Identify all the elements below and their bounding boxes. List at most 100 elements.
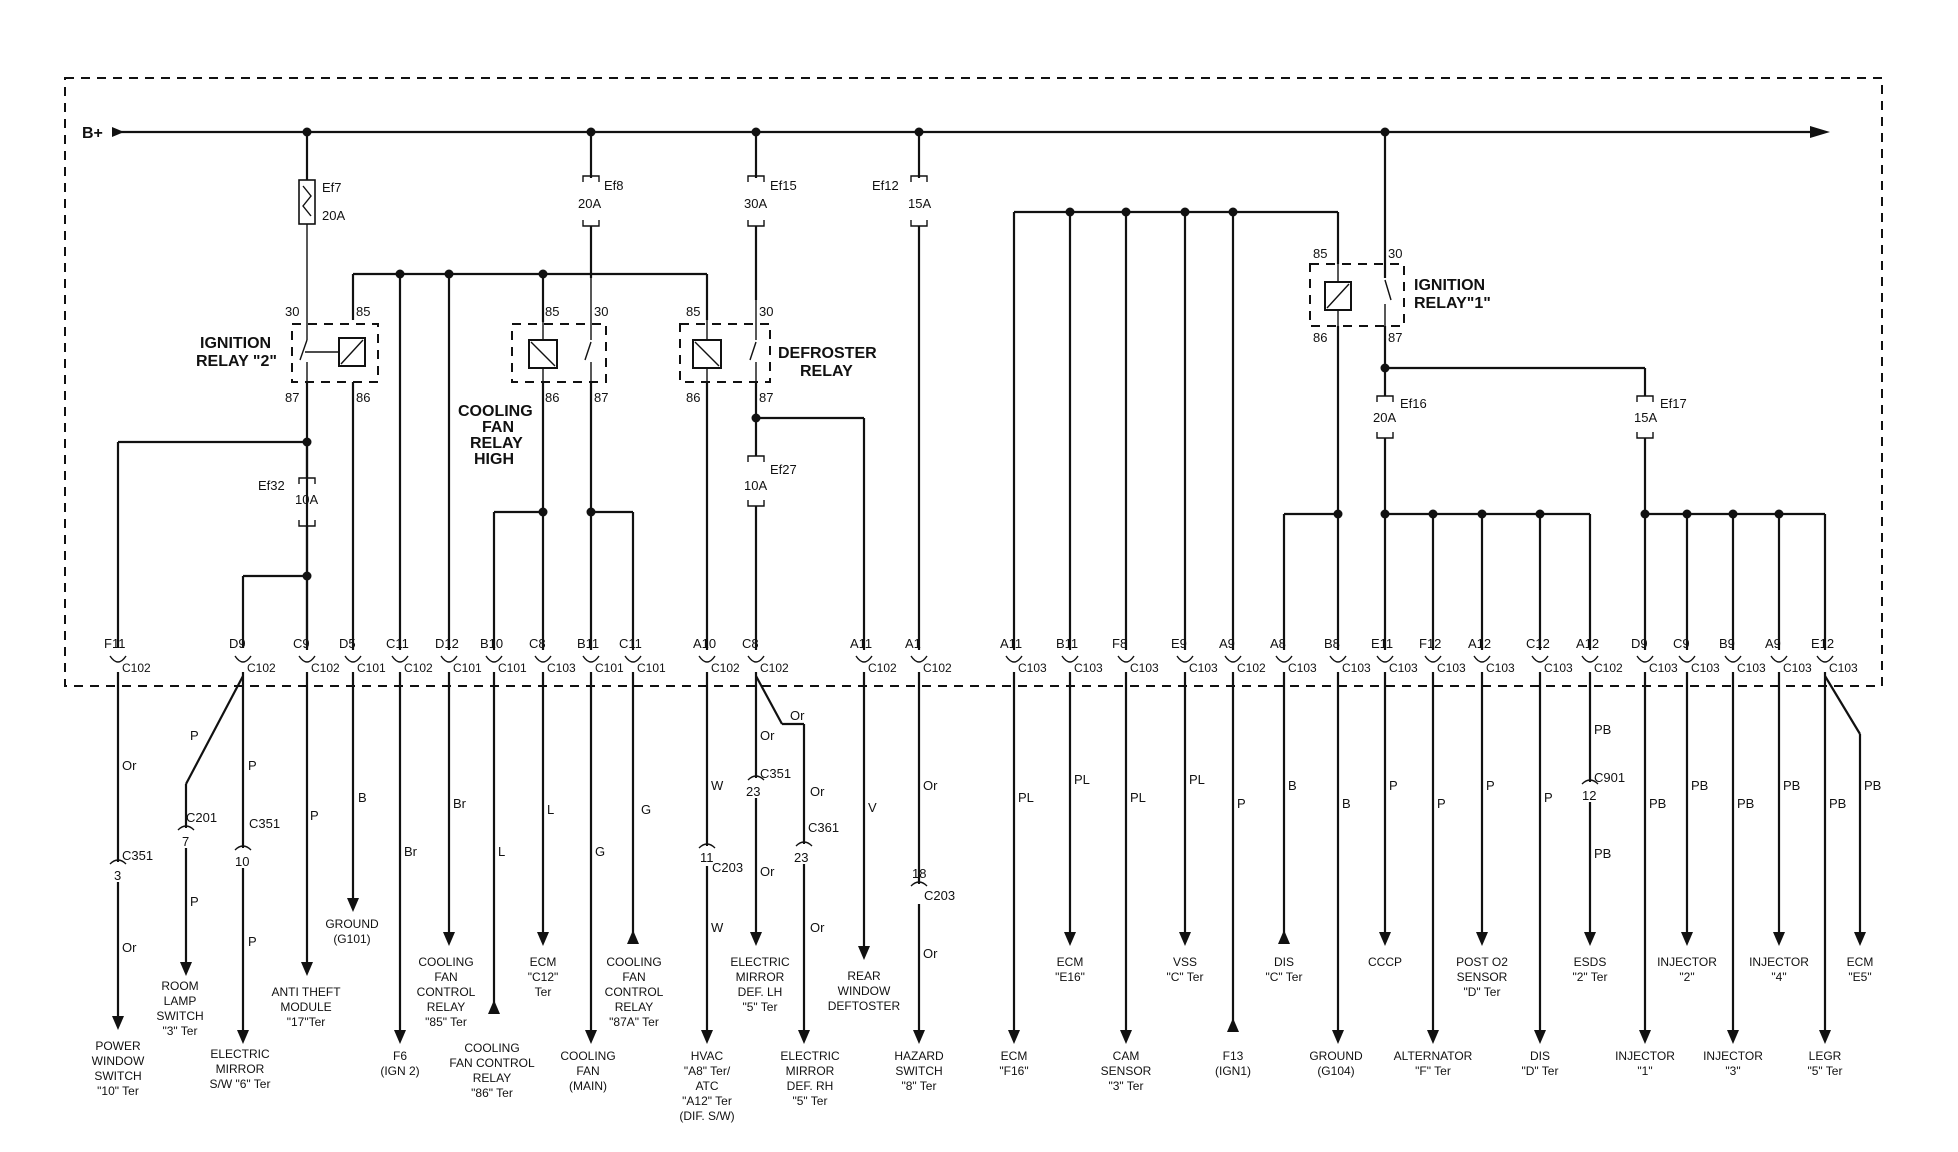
pin-id: C11 (619, 636, 642, 651)
fuse-ef7: Ef7 20A (298, 132, 345, 225)
dest-line: INJECTOR (1615, 1049, 1675, 1063)
dest-line: "8" Ter (902, 1079, 937, 1093)
pin-id: A11 (850, 636, 872, 651)
pin-id: C8 (529, 636, 546, 651)
supply-label: B+ (82, 125, 103, 142)
dest-line: "E5" (1848, 970, 1871, 984)
svg-text:Or: Or (923, 778, 938, 793)
svg-text:85: 85 (686, 304, 700, 319)
pin-id: C9 (1673, 636, 1690, 651)
dest-line: "86" Ter (471, 1086, 513, 1100)
dest-cccp: CCCP (1368, 955, 1402, 969)
svg-text:23: 23 (746, 784, 760, 799)
dest-line: CAM (1113, 1049, 1140, 1063)
dest-line: (IGN1) (1215, 1064, 1251, 1078)
dest-line: MIRROR (736, 970, 785, 984)
svg-text:P: P (1544, 790, 1553, 805)
svg-text:Or: Or (122, 940, 137, 955)
dest-line: "D" Ter (1522, 1064, 1559, 1078)
pin-connector: C103 (1288, 661, 1317, 675)
pin-connector: C102 (1237, 661, 1266, 675)
dest-ecm-e16: ECM"E16" (1055, 955, 1085, 984)
dest-line: MIRROR (786, 1064, 835, 1078)
svg-text:Ef7: Ef7 (322, 180, 342, 195)
dest-line: "3" Ter (1109, 1079, 1144, 1093)
dest-line: "85" Ter (425, 1015, 467, 1029)
svg-text:Ef8: Ef8 (604, 178, 624, 193)
svg-text:87: 87 (1388, 330, 1402, 345)
svg-text:PB: PB (1783, 778, 1800, 793)
pin-connector: C103 (1074, 661, 1103, 675)
connector-pins: F11C102D9C102C9C102D5C101C11C102D12C101B… (104, 636, 1858, 675)
svg-text:15A: 15A (1634, 410, 1657, 425)
pin-id: C12 (1526, 636, 1550, 651)
pin-connector: C102 (1594, 661, 1623, 675)
dest-line: WINDOW (92, 1054, 145, 1068)
fuse-ef16: Ef16 20A (1373, 395, 1427, 439)
svg-text:IGNITION: IGNITION (1414, 277, 1485, 294)
svg-text:B: B (1288, 778, 1297, 793)
dest-line: "5" Ter (1808, 1064, 1843, 1078)
pin-connector: C102 (923, 661, 952, 675)
defroster-relay: 85 30 86 87 DEFROSTER RELAY (679, 300, 877, 405)
cooling-fan-relay-high: 85 30 86 87 COOLING FAN RELAY HIGH (458, 278, 608, 468)
pin-connector: C101 (453, 661, 482, 675)
bus-end-arrow (1810, 126, 1830, 138)
svg-text:P: P (1389, 778, 1398, 793)
relay-control-bus (351, 269, 709, 322)
svg-text:G: G (641, 802, 651, 817)
dest-line: DEFTOSTER (828, 999, 901, 1013)
pin-connector: C101 (637, 661, 666, 675)
pin-id: D12 (435, 636, 459, 651)
svg-text:20A: 20A (1373, 410, 1396, 425)
pin-id: B9 (1719, 636, 1735, 651)
svg-text:P: P (248, 934, 257, 949)
dest-line: POST O2 (1456, 955, 1508, 969)
pin-id: A9 (1219, 636, 1235, 651)
dest-line: HAZARD (894, 1049, 944, 1063)
dest-line: "C12" (528, 970, 559, 984)
svg-text:RELAY "2": RELAY "2" (196, 353, 277, 370)
pin-connector: C103 (1486, 661, 1515, 675)
dest-line: "3" (1725, 1064, 1740, 1078)
dest-line: MODULE (280, 1000, 331, 1014)
pin-connector: C102 (247, 661, 276, 675)
dest-line: "3" Ter (163, 1024, 198, 1038)
svg-text:Or: Or (923, 946, 938, 961)
pin-connector: C103 (1544, 661, 1573, 675)
svg-text:PB: PB (1594, 722, 1611, 737)
svg-text:85: 85 (545, 304, 559, 319)
dest-f13-ign1: F13(IGN1) (1215, 1049, 1251, 1078)
dest-ground-g104: GROUND(G104) (1309, 1049, 1363, 1078)
dest-line: RELAY (427, 1000, 465, 1014)
pin-connector: C103 (1691, 661, 1720, 675)
pin-connector: C103 (1130, 661, 1159, 675)
pin-connector: C102 (311, 661, 340, 675)
svg-text:C203: C203 (712, 860, 743, 875)
dest-injector3: INJECTOR"3" (1703, 1049, 1763, 1078)
svg-text:COOLING: COOLING (458, 403, 533, 420)
dest-line: "4" (1771, 970, 1786, 984)
svg-text:P: P (190, 728, 199, 743)
dest-line: COOLING (464, 1041, 519, 1055)
svg-text:30: 30 (285, 304, 299, 319)
pin-connector: C103 (1018, 661, 1047, 675)
svg-text:PL: PL (1189, 772, 1205, 787)
